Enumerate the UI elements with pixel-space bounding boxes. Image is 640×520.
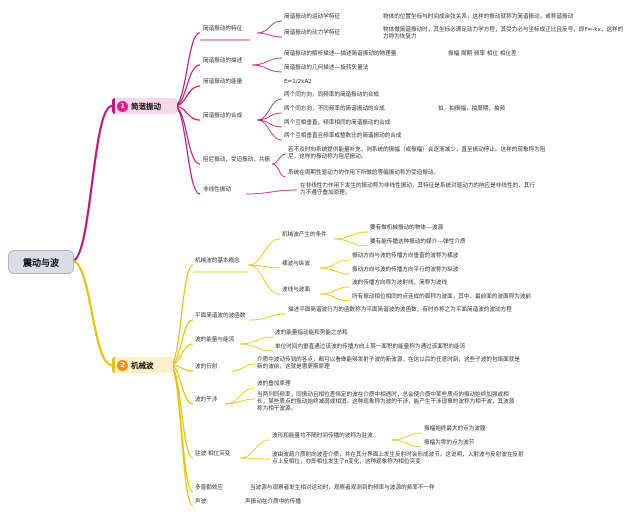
link-root-cat1 xyxy=(71,104,113,263)
link-nonlin xyxy=(245,189,298,195)
text-analytic-desc: 振幅 周期 频率 相位 相位差 xyxy=(448,51,517,57)
node-kinematic[interactable]: 简谐振动的运动学特征 xyxy=(284,14,340,20)
text-damping: 若不及时向系统提供能量补充，则系统的振幅（或振幅）会逐渐减少，直至振动停止。这样… xyxy=(288,147,546,160)
link-tl-1 xyxy=(319,267,351,275)
link-wl-0 xyxy=(319,286,351,295)
text-doppler: 当波源与观察者发生相对运动时，观察者观测到的频率与波源的频率不一样 xyxy=(250,485,435,491)
node-wave-condition[interactable]: 机械波产生的条件 xyxy=(282,232,327,238)
link-basic-1 xyxy=(247,264,281,269)
text-energy-2: 单位时间内垂直通过该波的传播方向上某一面积的能量称为通过该面积的能流 xyxy=(275,344,466,350)
root-node[interactable]: 震动与波 xyxy=(8,250,74,274)
link-standing-0 xyxy=(239,439,271,459)
link-desc-0 xyxy=(251,57,283,66)
link-comp-3 xyxy=(256,119,283,141)
link-cat1-nonlin xyxy=(173,105,201,195)
number-badge-1: 1 xyxy=(117,100,128,112)
text-beat: 拍，拍振幅，拍周期，拍频 xyxy=(438,106,506,112)
text-wave-surface: 所有振动相位相同的点连成的面称为波面，其中，最前面的波面称为波前 xyxy=(352,294,532,300)
node-interference[interactable]: 波的干涉 xyxy=(195,397,218,403)
node-standing-wave[interactable]: 驻波 相位突变 xyxy=(195,451,231,457)
node-composition[interactable]: 简谐振动的合成 xyxy=(203,113,243,119)
node-comp-4[interactable]: 两个互相垂直且频率成整数比的简谐振动的合成 xyxy=(284,133,402,139)
link-plane xyxy=(249,313,287,321)
node-plane-wave[interactable]: 平面简谐波的波函数 xyxy=(195,313,246,319)
text-node: 振幅为零的点为波节 xyxy=(424,440,475,446)
link-basic-2 xyxy=(247,264,281,295)
category-mechanical-wave[interactable]: 2 机械波 xyxy=(112,357,173,373)
node-sound[interactable]: 声波 xyxy=(195,499,207,505)
node-energy[interactable]: 简谐振动的能量 xyxy=(203,79,243,85)
category-simple-harmonic[interactable]: 1 简谐振动 xyxy=(112,98,177,114)
node-nonlinear[interactable]: 非线性振动 xyxy=(203,187,231,193)
text-wave-line: 波的传播方向称为波射线，简称为波线 xyxy=(352,280,448,286)
link-standing-1 xyxy=(239,457,271,460)
link-node-1 xyxy=(391,439,423,448)
text-condition-2: 要有能传播这种振动的媒介---弹性介质 xyxy=(370,239,466,245)
text-condition-1: 要有做机械振动的物体---波源 xyxy=(370,225,444,231)
text-energy-1: 波的能量指动能和势能之总和 xyxy=(275,330,348,336)
link-cat1-feature xyxy=(173,32,201,107)
category-label: 机械波 xyxy=(131,360,154,370)
link-feature-0 xyxy=(256,20,283,34)
node-standing-def[interactable]: 波形和能量均不随时间传播的波称为驻波 xyxy=(272,433,373,439)
node-wave-line-surface[interactable]: 波线与波面 xyxy=(282,287,310,293)
link-energy-1 xyxy=(239,343,274,352)
text-antinode: 振幅始终最大的点为波腹 xyxy=(424,426,486,432)
text-dynamic-desc: 物体做简谐振动时，其坐标必满足动力学方程，其受力必与坐标成正比且反号，即F=-k… xyxy=(383,27,624,40)
node-geometric[interactable]: 简谐振动的几何描述---旋转矢量法 xyxy=(284,65,369,71)
link-cond-0 xyxy=(333,231,369,240)
node-comp-2[interactable]: 两个同方向，不同频率的简谐振动的合成 xyxy=(284,106,385,112)
text-diffraction: 介质中波动传到的各点，都可以看做能够发射子波的新波源，在这以后的任意时刻，这些子… xyxy=(257,357,520,370)
link-root-cat2 xyxy=(71,259,113,367)
node-damping[interactable]: 阻尼振动，受迫振动，共振 xyxy=(203,157,271,163)
node-diffraction[interactable]: 波的衍射 xyxy=(195,364,218,370)
text-kinematic-desc: 物体的位置坐标与时间成余弦关系，这样的振动就称为简谐振动，或称谐振动 xyxy=(383,14,574,20)
text-energy-formula: E=1/2kA2 xyxy=(284,79,312,85)
link-cat2-plane xyxy=(169,319,194,366)
link-cat1-desc xyxy=(173,64,201,107)
link-cat2-sound xyxy=(169,364,194,507)
node-description[interactable]: 简谐振动的描述 xyxy=(203,58,243,64)
node-superposition[interactable]: 波的叠加原理 xyxy=(257,381,291,387)
link-energy-0 xyxy=(239,336,274,345)
node-wave-basic[interactable]: 机械波的基本概念 xyxy=(195,258,240,264)
link-basic-0 xyxy=(247,238,281,266)
category-label: 简谐振动 xyxy=(131,101,161,111)
link-node-0 xyxy=(391,432,423,441)
link-cond-1 xyxy=(333,238,369,247)
link-diff xyxy=(231,363,256,372)
node-analytic[interactable]: 简谐振动的解析描述---描述简谐振动的物理量 xyxy=(284,51,397,57)
link-interf-1 xyxy=(224,398,256,405)
node-feature[interactable]: 简谐振动的特征 xyxy=(203,26,243,32)
text-forced: 系统在周期性驱动力的作用下所做的等幅振动称为受迫振动。 xyxy=(288,170,440,176)
number-badge-2: 2 xyxy=(117,359,128,371)
text-sound: 声振动在介质中的传播 xyxy=(245,499,301,505)
text-phase-jump: 波由波疏介质射向波密介质，并在其分界面上发生反射时会形成波节。这说明，入射波与反… xyxy=(272,452,524,465)
link-cat2-basic xyxy=(169,264,194,366)
node-dynamic[interactable]: 简谐振动的动力学特征 xyxy=(284,30,340,36)
link-desc-1 xyxy=(251,64,283,73)
text-transverse: 振动方向与波的传播方向垂直的波称为横波 xyxy=(352,253,459,259)
node-comp-1[interactable]: 两个同方向，同频率的简谐振动的合成 xyxy=(284,92,380,98)
node-doppler[interactable]: 多普勒效应 xyxy=(195,485,223,491)
node-wave-energy[interactable]: 波的能量与能流 xyxy=(195,337,235,343)
link-wl-1 xyxy=(319,293,351,302)
link-cat1-damp xyxy=(173,105,201,165)
link-damp-0 xyxy=(271,153,287,165)
link-comp-0 xyxy=(256,98,283,121)
link-feature-1 xyxy=(256,32,283,38)
text-interference: 当两列同频率，同振动且相位差恒定的波在介质中相遇时，总会使介质中某些质点的振动始… xyxy=(257,392,515,412)
link-damp-1 xyxy=(271,163,287,178)
text-nonlinear: 在非线性力作用下发生的振动称为非线性振动，其特征是系统对驱动力的响应是非线性的，… xyxy=(300,183,535,196)
text-plane-wave: 描述平面简谐波行为的函数称为平面简谐波的波函数，有时亦称之为平面简谐波的波动方程 xyxy=(288,307,512,313)
node-transverse-longitudinal[interactable]: 横波与纵波 xyxy=(282,261,310,267)
node-comp-3[interactable]: 两个互相垂直，频率相同的简谐振动的合成 xyxy=(284,120,391,126)
text-longitudinal: 振动方向与波的传播方向平行的波称为纵波 xyxy=(352,267,459,273)
link-cat2-standing xyxy=(169,364,194,459)
link-tl-0 xyxy=(319,259,351,269)
